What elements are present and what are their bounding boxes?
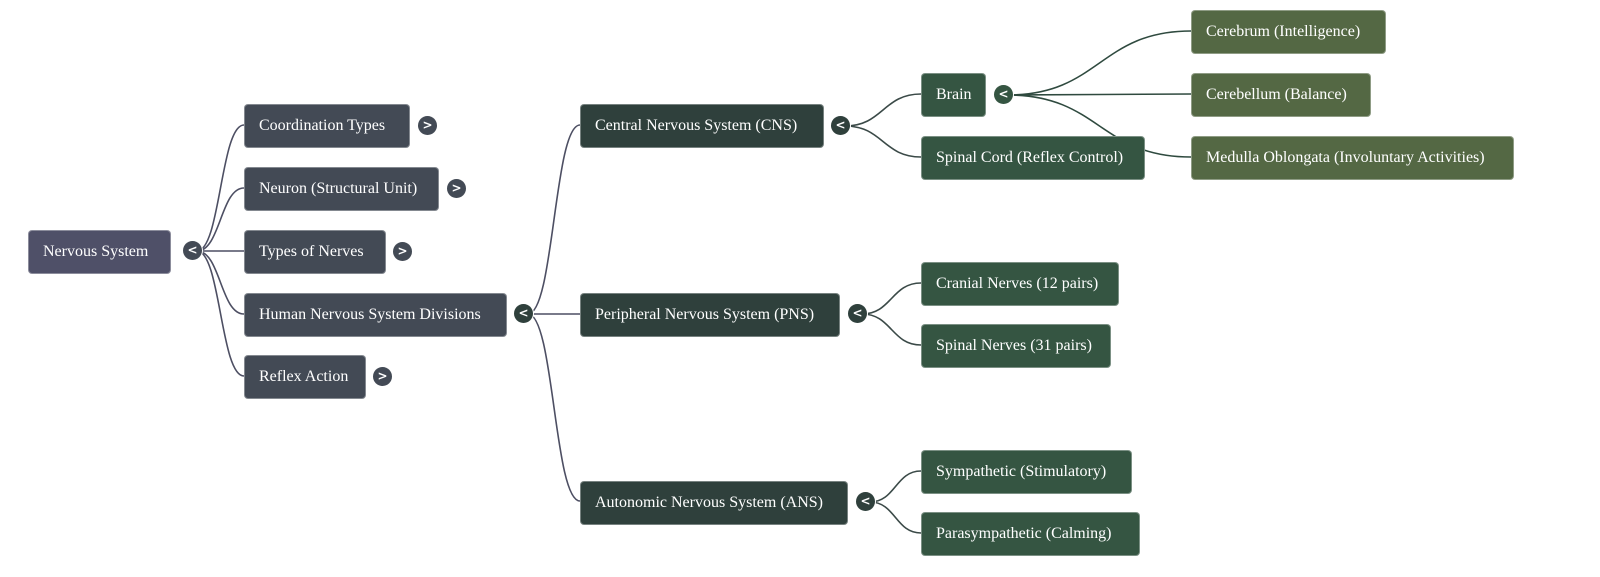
node-parasympathetic[interactable]: Parasympathetic (Calming) — [921, 512, 1140, 556]
connector-divisions-2 — [527, 313, 581, 502]
node-spinal-nerves[interactable]: Spinal Nerves (31 pairs) — [921, 324, 1111, 368]
node-sympathetic[interactable]: Sympathetic (Stimulatory) — [921, 450, 1132, 494]
node-neuron[interactable]: Neuron (Structural Unit) — [244, 167, 439, 211]
connector-brain-cerebrum — [1007, 30, 1192, 96]
collapse-icon[interactable]: < — [514, 304, 533, 323]
expand-icon[interactable]: > — [447, 179, 466, 198]
node-cerebrum[interactable]: Cerebrum (Intelligence) — [1191, 10, 1386, 54]
collapse-icon[interactable]: < — [831, 116, 850, 135]
connector-brain-medulla — [1007, 94, 1192, 158]
connector-root-3 — [196, 250, 245, 315]
connector-root-1 — [196, 187, 245, 252]
connector-divisions-0 — [527, 124, 581, 315]
expand-icon[interactable]: > — [373, 367, 392, 386]
node-nervous-system[interactable]: Nervous System — [28, 230, 171, 274]
collapse-icon[interactable]: < — [994, 85, 1013, 104]
node-cranial-nerves[interactable]: Cranial Nerves (12 pairs) — [921, 262, 1119, 306]
connector-brain-cerebellum — [1007, 93, 1192, 96]
node-cns[interactable]: Central Nervous System (CNS) — [580, 104, 824, 148]
collapse-icon[interactable]: < — [856, 492, 875, 511]
collapse-icon[interactable]: < — [848, 304, 867, 323]
collapse-icon[interactable]: < — [183, 241, 202, 260]
expand-icon[interactable]: > — [418, 116, 437, 135]
connector-pns-spinal — [861, 313, 922, 346]
node-brain[interactable]: Brain — [921, 73, 986, 117]
connector-ans-sympathetic — [869, 470, 922, 503]
node-reflex-action[interactable]: Reflex Action — [244, 355, 366, 399]
node-pns[interactable]: Peripheral Nervous System (PNS) — [580, 293, 840, 337]
node-medulla-oblongata[interactable]: Medulla Oblongata (Involuntary Activitie… — [1191, 136, 1514, 180]
node-human-nervous-system-divisions[interactable]: Human Nervous System Divisions — [244, 293, 507, 337]
connector-pns-cranial — [861, 282, 922, 315]
connector-ans-parasympathetic — [869, 501, 922, 534]
node-types-of-nerves[interactable]: Types of Nerves — [244, 230, 386, 274]
node-spinal-cord[interactable]: Spinal Cord (Reflex Control) — [921, 136, 1145, 180]
node-ans[interactable]: Autonomic Nervous System (ANS) — [580, 481, 848, 525]
connector-root-0 — [196, 124, 245, 252]
node-cerebellum[interactable]: Cerebellum (Balance) — [1191, 73, 1371, 117]
connector-root-4 — [196, 250, 245, 377]
connector-cns-brain — [844, 93, 922, 127]
connector-cns-spinal-cord — [844, 125, 922, 158]
expand-icon[interactable]: > — [393, 242, 412, 261]
node-coordination-types[interactable]: Coordination Types — [244, 104, 410, 148]
